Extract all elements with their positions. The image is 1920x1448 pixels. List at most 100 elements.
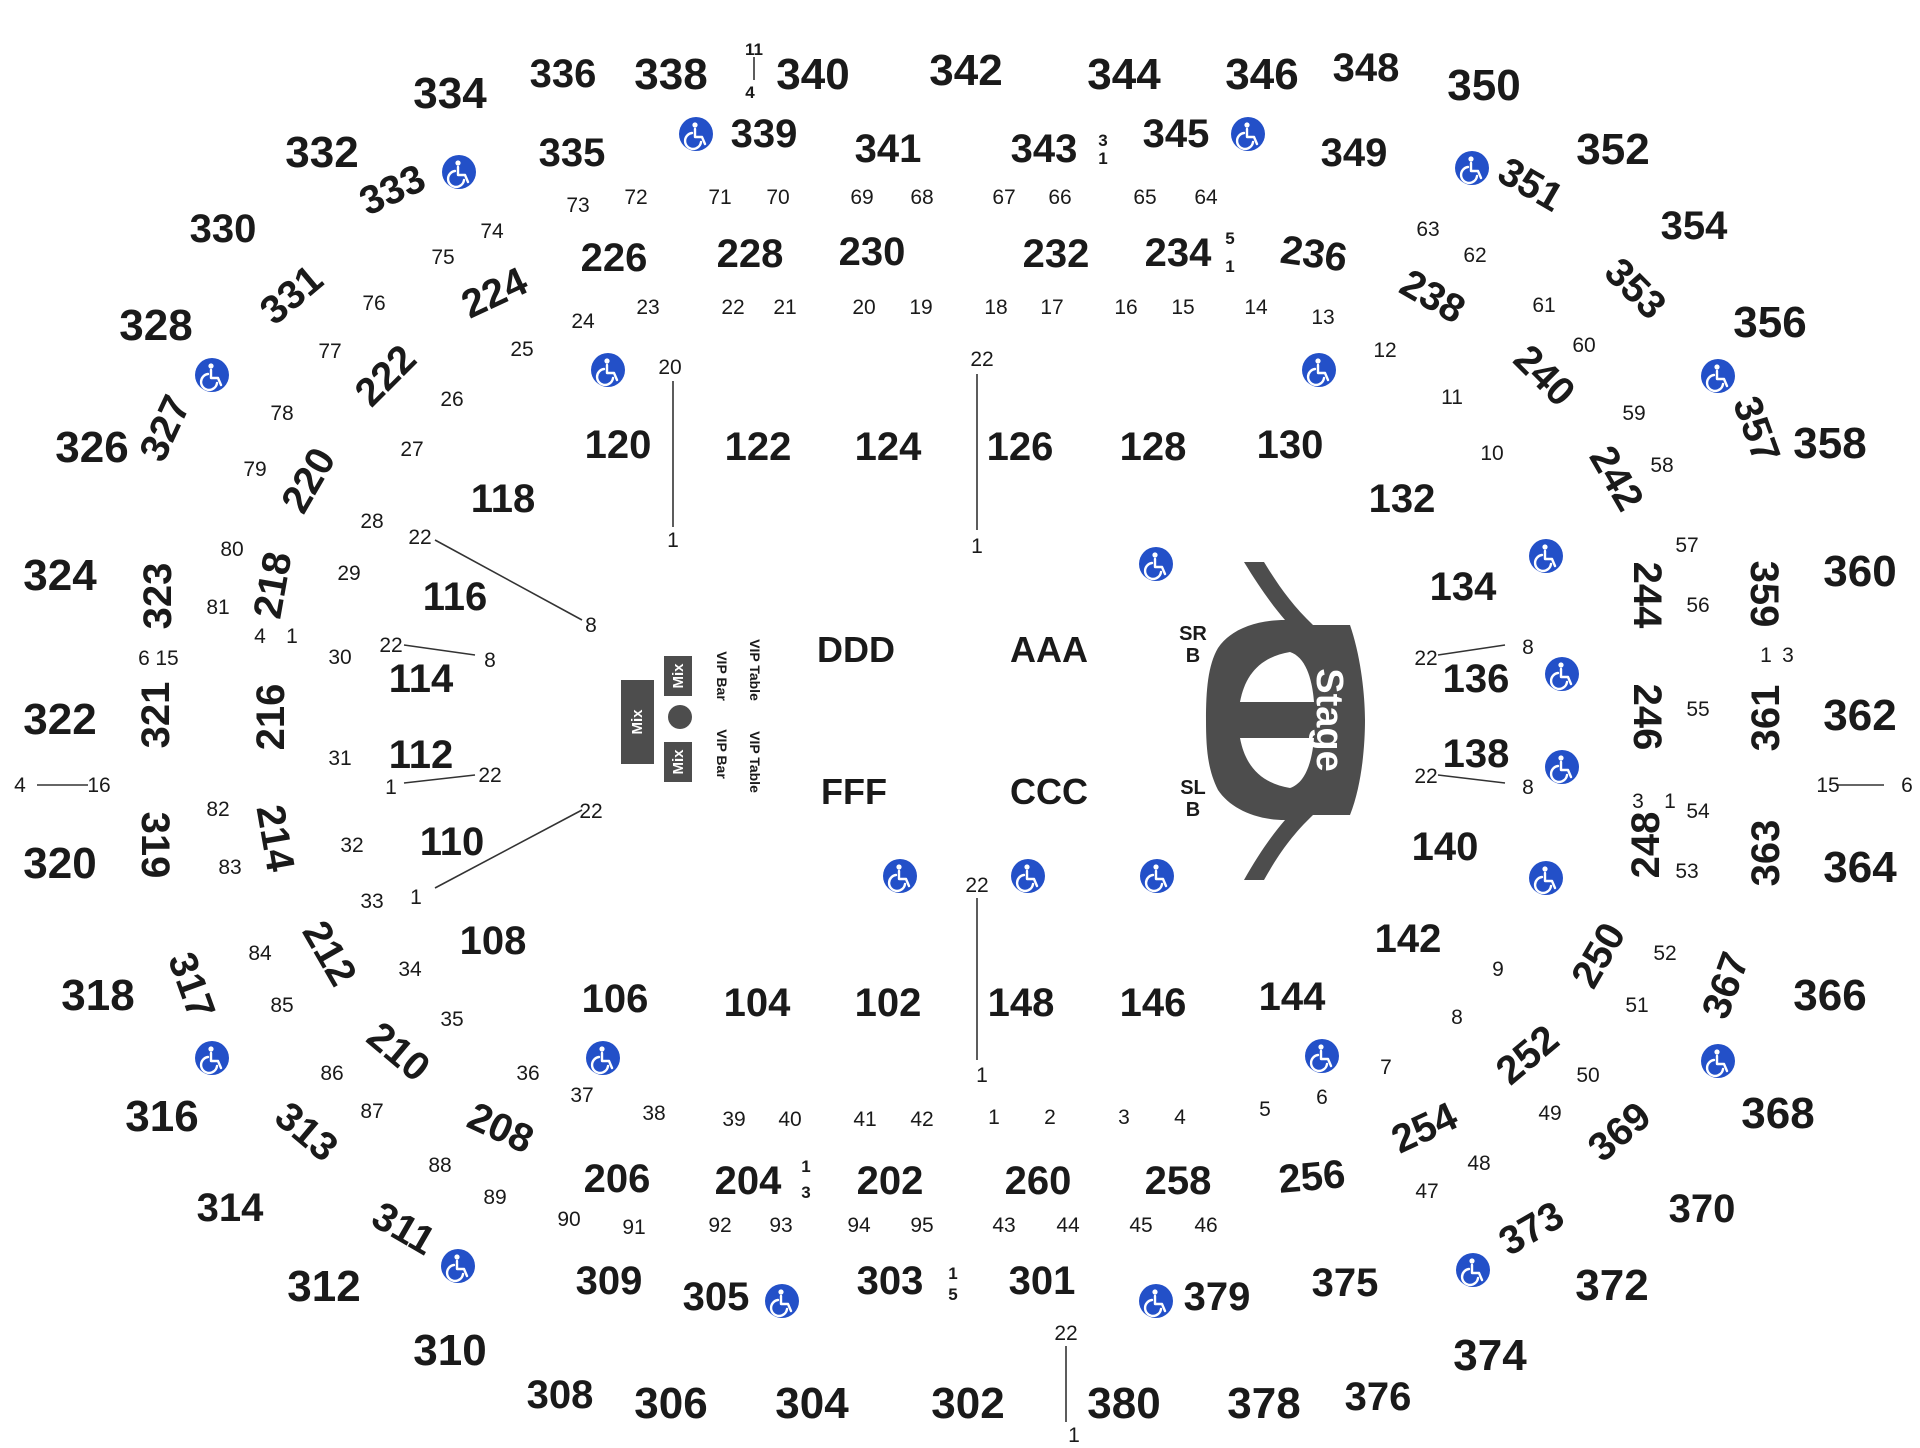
section-336[interactable]: 336 [530, 52, 597, 96]
section-367[interactable]: 367 [1694, 947, 1758, 1025]
wheelchair-icon[interactable] [1300, 351, 1338, 389]
wheelchair-icon[interactable] [1543, 748, 1581, 786]
wheelchair-icon[interactable] [589, 351, 627, 389]
section-346[interactable]: 346 [1225, 50, 1298, 99]
section-206[interactable]: 206 [584, 1157, 651, 1201]
wheelchair-icon[interactable] [1527, 859, 1565, 897]
section-244[interactable]: 244 [1625, 562, 1669, 629]
section-366[interactable]: 366 [1793, 971, 1866, 1020]
section-318[interactable]: 318 [61, 971, 134, 1020]
section-332[interactable]: 332 [285, 128, 358, 177]
section-372[interactable]: 372 [1575, 1261, 1648, 1310]
section-216[interactable]: 216 [249, 684, 293, 751]
section-331[interactable]: 331 [252, 257, 331, 334]
wheelchair-icon[interactable] [1453, 149, 1491, 187]
section-116[interactable]: 116 [423, 575, 488, 619]
wheelchair-icon[interactable] [1699, 1042, 1737, 1080]
section-348[interactable]: 348 [1333, 46, 1400, 90]
section-311[interactable]: 311 [365, 1194, 443, 1264]
section-114[interactable]: 114 [389, 657, 454, 701]
section-302[interactable]: 302 [931, 1379, 1004, 1428]
section-228[interactable]: 228 [717, 232, 784, 276]
section-250[interactable]: 250 [1563, 916, 1634, 996]
section-353[interactable]: 353 [1596, 250, 1674, 328]
wheelchair-icon[interactable] [1454, 1251, 1492, 1289]
stage-sl-a-zone[interactable] [1240, 738, 1314, 788]
section-214[interactable]: 214 [248, 801, 303, 875]
section-334[interactable]: 334 [413, 69, 487, 118]
section-358[interactable]: 358 [1793, 419, 1866, 468]
sr-b-line1[interactable]: SR [1179, 623, 1207, 645]
vip-table-lower[interactable]: VIP Table [747, 731, 763, 793]
section-359[interactable]: 359 [1742, 561, 1786, 628]
wheelchair-icon[interactable] [1543, 655, 1581, 693]
wheelchair-icon[interactable] [1009, 857, 1047, 895]
section-357[interactable]: 357 [1724, 391, 1788, 469]
section-360[interactable]: 360 [1823, 547, 1896, 596]
section-354[interactable]: 354 [1661, 204, 1728, 248]
section-132[interactable]: 132 [1369, 477, 1436, 521]
section-222[interactable]: 222 [347, 337, 425, 415]
section-333[interactable]: 333 [353, 156, 432, 224]
section-146[interactable]: 146 [1120, 981, 1187, 1025]
vip-bar-lower[interactable]: VIP Bar [714, 729, 730, 779]
sr-b-line2[interactable]: B [1186, 645, 1200, 667]
section-148[interactable]: 148 [988, 981, 1055, 1025]
vip-table-upper[interactable]: VIP Table [747, 639, 763, 701]
section-317[interactable]: 317 [159, 947, 223, 1025]
section-314[interactable]: 314 [197, 1186, 264, 1230]
wheelchair-icon[interactable] [1137, 545, 1175, 583]
wheelchair-icon[interactable] [193, 356, 231, 394]
section-339[interactable]: 339 [731, 112, 798, 156]
section-312[interactable]: 312 [287, 1262, 360, 1311]
section-352[interactable]: 352 [1576, 125, 1649, 174]
section-248[interactable]: 248 [1624, 812, 1668, 879]
section-256[interactable]: 256 [1277, 1152, 1347, 1202]
section-356[interactable]: 356 [1733, 298, 1806, 347]
section-379[interactable]: 379 [1184, 1275, 1251, 1319]
wheelchair-icon[interactable] [193, 1039, 231, 1077]
section-327[interactable]: 327 [131, 389, 199, 468]
section-236[interactable]: 236 [1278, 228, 1350, 281]
floor-aaa[interactable]: AAA [1010, 629, 1088, 670]
section-118[interactable]: 118 [471, 477, 536, 521]
section-330[interactable]: 330 [190, 207, 257, 251]
section-313[interactable]: 313 [267, 1094, 346, 1171]
section-212[interactable]: 212 [294, 914, 365, 994]
section-345[interactable]: 345 [1143, 112, 1210, 156]
floor-fff[interactable]: FFF [821, 771, 887, 812]
section-124[interactable]: 124 [855, 425, 922, 469]
section-134[interactable]: 134 [1430, 565, 1497, 609]
section-378[interactable]: 378 [1227, 1379, 1300, 1428]
wheelchair-icon[interactable] [1229, 115, 1267, 153]
section-326[interactable]: 326 [55, 423, 128, 472]
section-104[interactable]: 104 [724, 981, 791, 1025]
section-234[interactable]: 234 [1145, 231, 1212, 275]
section-140[interactable]: 140 [1412, 825, 1479, 869]
section-226[interactable]: 226 [581, 236, 648, 280]
section-340[interactable]: 340 [776, 50, 849, 99]
section-102[interactable]: 102 [855, 981, 922, 1025]
section-138[interactable]: 138 [1443, 732, 1510, 776]
section-308[interactable]: 308 [527, 1373, 594, 1417]
section-305[interactable]: 305 [683, 1275, 750, 1319]
section-120[interactable]: 120 [585, 423, 652, 467]
section-130[interactable]: 130 [1257, 423, 1324, 467]
section-303[interactable]: 303 [857, 1259, 924, 1303]
section-342[interactable]: 342 [929, 46, 1002, 95]
wheelchair-icon[interactable] [677, 115, 715, 153]
section-246[interactable]: 246 [1625, 684, 1669, 751]
stage-area[interactable]: Stage SR A SL A [1206, 562, 1365, 880]
section-306[interactable]: 306 [634, 1379, 707, 1428]
section-335[interactable]: 335 [539, 131, 606, 175]
section-142[interactable]: 142 [1375, 917, 1442, 961]
section-304[interactable]: 304 [775, 1379, 849, 1428]
section-328[interactable]: 328 [119, 301, 192, 350]
section-108[interactable]: 108 [460, 919, 527, 963]
sl-b-line1[interactable]: SL [1180, 777, 1206, 799]
wheelchair-icon[interactable] [1699, 357, 1737, 395]
section-136[interactable]: 136 [1443, 657, 1510, 701]
section-220[interactable]: 220 [273, 441, 344, 521]
section-324[interactable]: 324 [23, 551, 97, 600]
section-362[interactable]: 362 [1823, 691, 1896, 740]
